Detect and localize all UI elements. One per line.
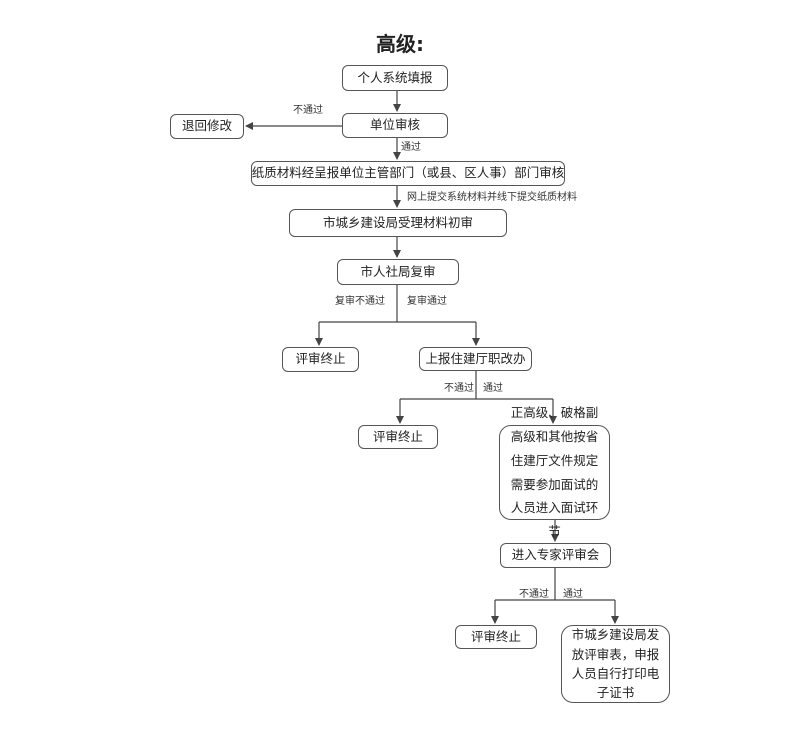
connector-expert-split — [495, 568, 615, 601]
connector-provincial-split — [400, 371, 553, 400]
diagram-title: 高级: — [376, 32, 424, 56]
label-not-pass-expert: 不通过 — [519, 589, 549, 600]
node-terminate-3: 评审终止 — [455, 625, 537, 649]
node-self-report: 个人系统填报 — [342, 65, 448, 91]
label-pass-provincial: 通过 — [483, 383, 503, 394]
label-not-pass-unit: 不通过 — [293, 105, 323, 116]
node-return-modify: 退回修改 — [170, 114, 244, 139]
node-terminate-2: 评审终止 — [358, 425, 438, 449]
label-pass-expert: 通过 — [563, 589, 583, 600]
label-pass-unit: 通过 — [401, 142, 421, 153]
label-recheck-pass: 复审通过 — [407, 296, 447, 307]
label-recheck-fail: 复审不通过 — [335, 296, 385, 307]
node-hr-recheck: 市人社局复审 — [337, 259, 459, 285]
label-online-submit: 网上提交系统材料并线下提交纸质材料 — [407, 192, 577, 203]
node-interview-rule: 正高级、破格副高级和其他按省住建厅文件规定需要参加面试的人员进入面试环节 — [499, 405, 610, 539]
node-final-issue: 市城乡建设局发放评审表，申报人员自行打印电子证书 — [561, 625, 670, 703]
node-unit-review: 单位审核 — [342, 113, 448, 138]
node-expert-committee: 进入专家评审会 — [500, 543, 611, 568]
node-bureau-initial: 市城乡建设局受理材料初审 — [289, 209, 507, 237]
node-terminate-1: 评审终止 — [282, 347, 359, 372]
label-not-pass-provincial: 不通过 — [444, 383, 474, 394]
node-dept-review: 纸质材料经呈报单位主管部门（或县、区人事）部门审核 — [251, 161, 565, 186]
connector-hr-split — [319, 285, 476, 323]
node-provincial-office: 上报住建厅职改办 — [419, 347, 532, 371]
